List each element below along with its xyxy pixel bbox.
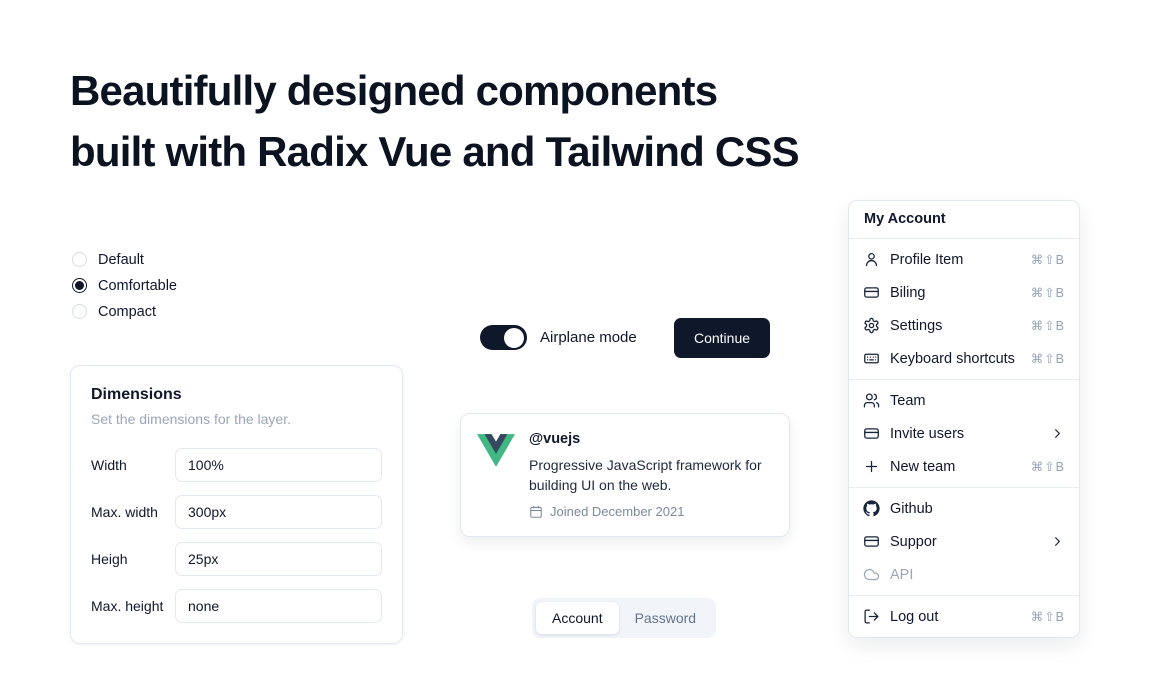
radio-circle [72, 304, 87, 319]
airplane-mode-control: Airplane mode [480, 325, 637, 350]
menu-item-log-out[interactable]: Log out ⌘⇧B [853, 600, 1075, 633]
tab-password[interactable]: Password [634, 610, 697, 626]
field-label: Heigh [91, 551, 128, 567]
log-out-icon [864, 609, 879, 624]
menu-item-label: Keyboard shortcuts [890, 350, 1015, 367]
dimensions-fields: Width Max. width Heigh Max. height [91, 448, 382, 623]
switch-thumb [504, 327, 524, 348]
menu-group-team: Team Invite users New team ⌘⇧B [849, 380, 1079, 487]
menu-item-label: Github [890, 500, 933, 517]
menu-item-label: API [890, 566, 914, 583]
gear-icon [864, 317, 879, 334]
tab-account[interactable]: Account [536, 602, 619, 634]
github-icon [863, 500, 880, 517]
invite-users-icon [864, 428, 879, 439]
height-input[interactable] [175, 542, 382, 576]
max-height-input[interactable] [175, 589, 382, 623]
radio-circle-checked [72, 278, 87, 293]
menu-item-label: New team [890, 458, 956, 475]
calendar-icon [530, 505, 542, 518]
radio-option-compact[interactable]: Compact [72, 303, 177, 320]
vue-handle: @vuejs [529, 431, 581, 447]
menu-shortcut: ⌘⇧B [1030, 352, 1065, 366]
menu-shortcut: ⌘⇧B [1030, 253, 1065, 267]
dimension-row-width: Width [91, 448, 382, 482]
vue-description: Progressive JavaScript framework for bui… [529, 457, 762, 493]
menu-item-label: Biling [890, 284, 926, 301]
account-dropdown-menu: My Account Profile Item ⌘⇧B Biling ⌘⇧B S… [848, 200, 1080, 638]
menu-item-support[interactable]: Suppor [853, 525, 1075, 558]
dimension-row-height: Heigh [91, 542, 382, 576]
menu-group-support: Github Suppor API [849, 488, 1079, 595]
width-input[interactable] [175, 448, 382, 482]
vue-joined-text: Joined December 2021 [550, 504, 685, 519]
menu-separator [849, 238, 1079, 239]
support-icon [864, 536, 879, 547]
chevron-right-icon [1055, 537, 1060, 546]
vue-logo [477, 434, 515, 467]
menu-separator [849, 379, 1079, 380]
keyboard-icon [864, 353, 879, 364]
page-title-line-1: Beautifully designed components [70, 67, 718, 114]
menu-shortcut: ⌘⇧B [1030, 610, 1065, 624]
vuejs-hover-card: @vuejs Progressive JavaScript framework … [460, 413, 790, 537]
menu-item-github[interactable]: Github [853, 492, 1075, 525]
menu-item-label: Invite users [890, 425, 965, 442]
page-title-line-2: built with Radix Vue and Tailwind CSS [70, 128, 800, 175]
radio-option-comfortable[interactable]: Comfortable [72, 277, 177, 294]
menu-item-label: Team [890, 392, 926, 409]
chevron-right-icon [1055, 429, 1060, 438]
menu-group-logout: Log out ⌘⇧B [849, 596, 1079, 637]
credit-card-icon [864, 287, 879, 298]
cloud-icon [863, 568, 880, 581]
menu-item-team[interactable]: Team [853, 384, 1075, 417]
max-width-input[interactable] [175, 495, 382, 529]
dimensions-card: Dimensions Set the dimensions for the la… [70, 365, 403, 644]
density-radio-group: Default Comfortable Compact [72, 251, 177, 320]
dimensions-title: Dimensions [91, 386, 182, 403]
menu-item-settings[interactable]: Settings ⌘⇧B [853, 309, 1075, 342]
menu-item-label: Profile Item [890, 251, 964, 268]
menu-item-label: Settings [890, 317, 943, 334]
menu-shortcut: ⌘⇧B [1030, 460, 1065, 474]
field-label: Max. width [91, 504, 158, 520]
menu-shortcut: ⌘⇧B [1030, 286, 1065, 300]
menu-group-profile: Profile Item ⌘⇧B Biling ⌘⇧B Settings ⌘⇧B… [849, 239, 1079, 379]
menu-title: My Account [864, 211, 946, 227]
vue-card-content: @vuejs Progressive JavaScript framework … [529, 431, 777, 519]
account-tabs: Account Password [532, 598, 717, 638]
vue-joined-row: Joined December 2021 [529, 504, 777, 519]
menu-item-invite-users[interactable]: Invite users [853, 417, 1075, 450]
page-title: Beautifully designed components built wi… [70, 60, 800, 182]
menu-separator [849, 487, 1079, 488]
field-label: Width [91, 457, 127, 473]
dimensions-subtitle: Set the dimensions for the layer. [91, 411, 291, 427]
menu-item-keyboard-shortcuts[interactable]: Keyboard shortcuts ⌘⇧B [853, 342, 1075, 375]
dimension-row-max-width: Max. width [91, 495, 382, 529]
menu-item-new-team[interactable]: New team ⌘⇧B [853, 450, 1075, 483]
menu-separator [849, 595, 1079, 596]
menu-item-billing[interactable]: Biling ⌘⇧B [853, 276, 1075, 309]
menu-shortcut: ⌘⇧B [1030, 319, 1065, 333]
menu-item-label: Suppor [890, 533, 937, 550]
radio-label: Comfortable [98, 277, 177, 294]
user-icon [865, 252, 878, 267]
field-label: Max. height [91, 598, 164, 614]
airplane-mode-switch[interactable] [480, 325, 527, 350]
menu-item-api[interactable]: API [853, 558, 1075, 591]
plus-icon [865, 460, 878, 473]
airplane-mode-label[interactable]: Airplane mode [540, 329, 637, 346]
menu-item-profile[interactable]: Profile Item ⌘⇧B [853, 243, 1075, 276]
users-icon [863, 393, 880, 408]
menu-item-label: Log out [890, 608, 939, 625]
radio-label: Default [98, 251, 144, 268]
continue-button[interactable]: Continue [674, 318, 770, 358]
dimension-row-max-height: Max. height [91, 589, 382, 623]
radio-circle [72, 252, 87, 267]
radio-option-default[interactable]: Default [72, 251, 177, 268]
radio-label: Compact [98, 303, 157, 320]
